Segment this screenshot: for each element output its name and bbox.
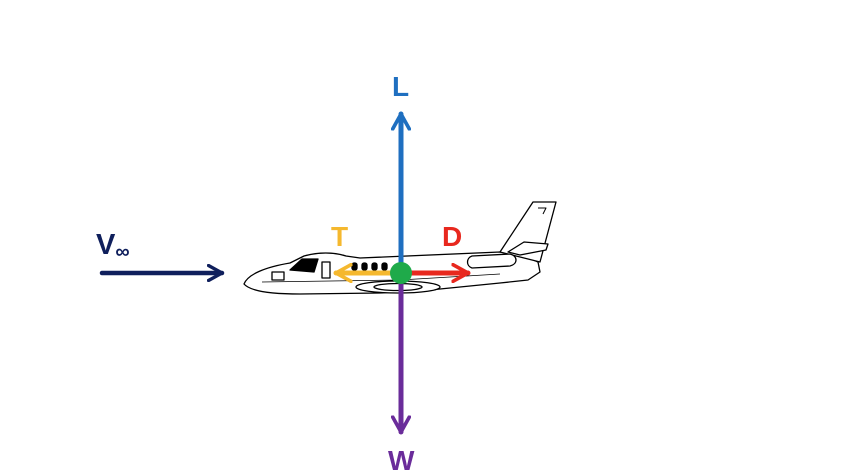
freestream-label: V∞: [96, 229, 130, 263]
cabin-window: [351, 262, 358, 271]
weight-label: W: [388, 445, 415, 476]
freestream-subscript: ∞: [115, 241, 129, 263]
wing-root: [373, 282, 423, 292]
lift-label: L: [392, 71, 409, 102]
thrust-label: T: [331, 221, 348, 252]
center-of-gravity-dot: [390, 262, 412, 284]
cabin-window: [371, 262, 378, 271]
aircraft-outline: [243, 201, 557, 295]
drag-label: D: [442, 221, 462, 252]
nose-detail: [271, 271, 285, 281]
freestream-symbol: V: [96, 229, 116, 261]
cabin-window: [381, 262, 388, 271]
cabin-door: [321, 261, 331, 279]
tail-detail: [538, 207, 547, 215]
engine-nacelle: [466, 253, 517, 269]
cabin-window: [361, 262, 368, 271]
horizontal-stabilizer: [507, 241, 549, 256]
cockpit-window: [289, 258, 319, 273]
